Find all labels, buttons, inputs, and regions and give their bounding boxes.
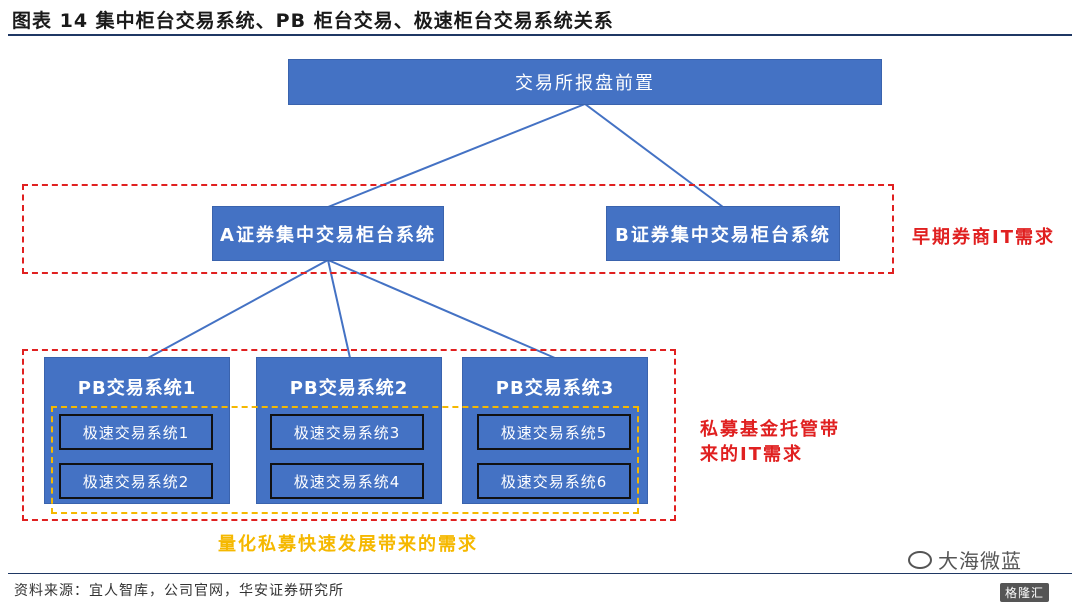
fast-system-4: 极速交易系统4	[270, 463, 424, 499]
a-counter-box: A证券集中交易柜台系统	[212, 206, 444, 261]
fast-system-5: 极速交易系统5	[477, 414, 631, 450]
figure-title: 图表 14 集中柜台交易系统、PB 柜台交易、极速柜台交易系统关系	[12, 10, 614, 32]
link-a-pb1	[147, 259, 329, 359]
watermark-text: 大海微蓝	[938, 549, 1022, 573]
private-fund-region	[22, 349, 676, 521]
watermark: 大海微蓝	[908, 545, 1022, 574]
b-counter-box: B证券集中交易柜台系统	[606, 206, 840, 261]
fast-system-2: 极速交易系统2	[59, 463, 213, 499]
early-broker-region	[22, 184, 894, 274]
bottom-rule	[8, 573, 1072, 574]
early-broker-label: 早期券商IT需求	[912, 227, 1055, 248]
private-fund-label-line2: 来的IT需求	[700, 444, 803, 465]
wechat-icon	[908, 550, 932, 569]
pb-system-label: PB交易系统1	[77, 378, 197, 399]
link-root-b	[584, 103, 724, 208]
fast-system-3: 极速交易系统3	[270, 414, 424, 450]
top-rule	[8, 34, 1072, 36]
pb-system-label: PB交易系统3	[495, 378, 615, 399]
fast-system-1: 极速交易系统1	[59, 414, 213, 450]
exchange-front-box: 交易所报盘前置	[288, 59, 882, 105]
quant-fund-region	[51, 406, 639, 514]
quant-fund-label: 量化私募快速发展带来的需求	[218, 534, 478, 555]
pb-system-label: PB交易系统2	[289, 378, 409, 399]
link-a-pb3	[327, 259, 556, 359]
link-root-a	[327, 103, 586, 208]
gelonghui-badge: 格隆汇	[1000, 583, 1050, 602]
private-fund-label-line1: 私募基金托管带	[700, 419, 840, 440]
source-note: 资料来源：宜人智库，公司官网，华安证券研究所	[14, 583, 344, 599]
fast-system-6: 极速交易系统6	[477, 463, 631, 499]
link-a-pb2	[327, 259, 351, 359]
